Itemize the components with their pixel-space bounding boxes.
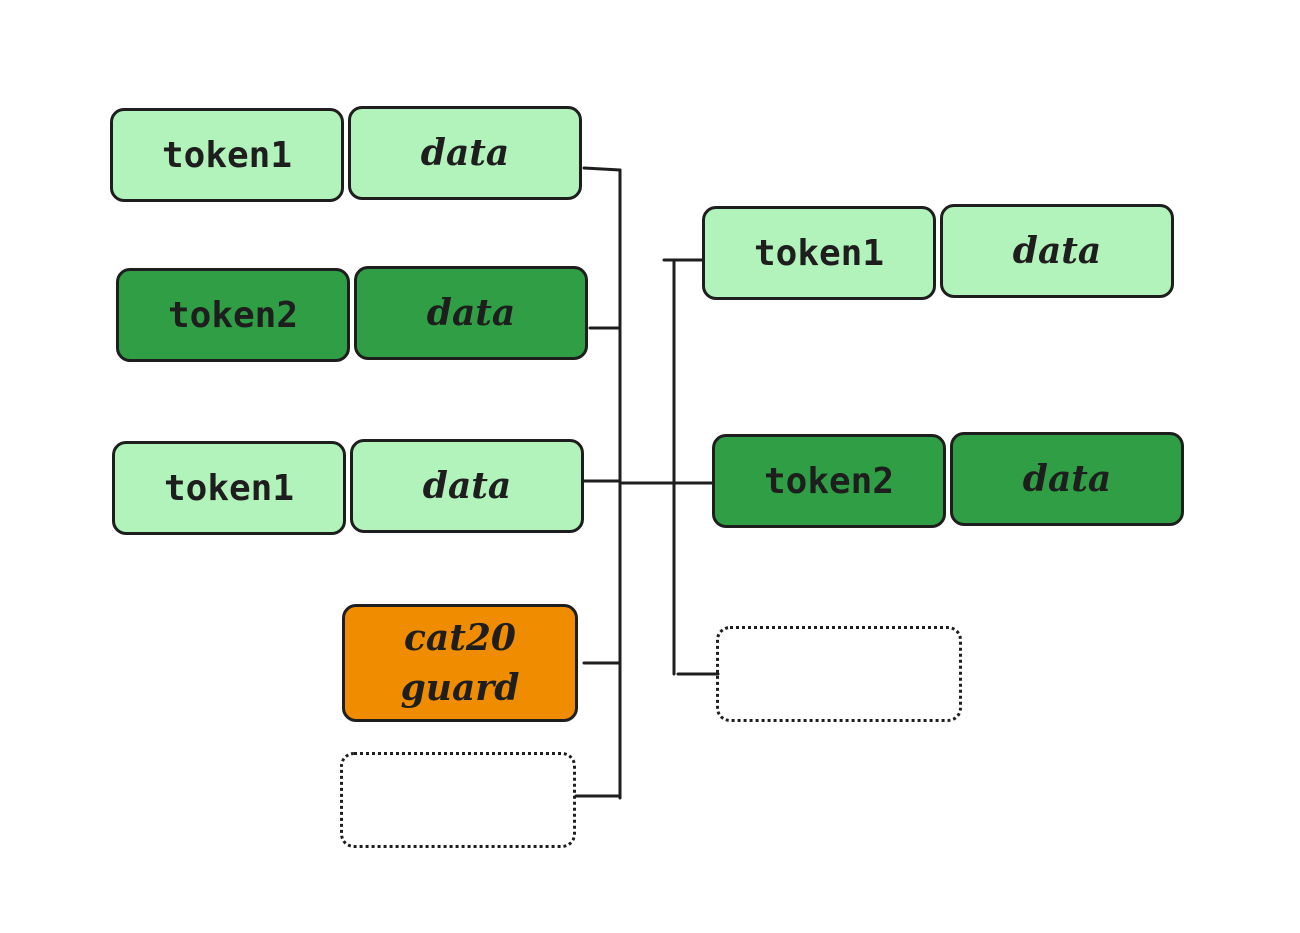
- input-3-token-label: token1: [163, 467, 295, 509]
- output-empty-placeholder: [716, 626, 962, 722]
- input-2-token-box: token2: [116, 268, 350, 362]
- input-1-token-label: token1: [161, 134, 293, 176]
- cat20-guard-label: cat20 guard: [400, 617, 520, 709]
- input-stub-1: [582, 166, 622, 172]
- input-1-token-box: token1: [110, 108, 344, 202]
- input-3-data-label: data: [422, 465, 512, 507]
- input-2-token-label: token2: [167, 294, 299, 336]
- input-1-data-box: data: [348, 106, 582, 200]
- output-1-token-box: token1: [702, 206, 936, 300]
- input-empty-placeholder: [340, 752, 576, 848]
- input-2-data-box: data: [354, 266, 588, 360]
- input-1-data-label: data: [420, 132, 510, 174]
- output-2-data-label: data: [1022, 458, 1112, 500]
- output-2-data-box: data: [950, 432, 1184, 526]
- output-1-token-label: token1: [753, 232, 885, 274]
- output-1-data-label: data: [1012, 230, 1102, 272]
- output-1-data-box: data: [940, 204, 1174, 298]
- input-3-token-box: token1: [112, 441, 346, 535]
- output-2-token-box: token2: [712, 434, 946, 528]
- output-2-token-label: token2: [763, 460, 895, 502]
- cat20-guard-box: cat20 guard: [342, 604, 578, 722]
- input-3-data-box: data: [350, 439, 584, 533]
- input-2-data-label: data: [426, 292, 516, 334]
